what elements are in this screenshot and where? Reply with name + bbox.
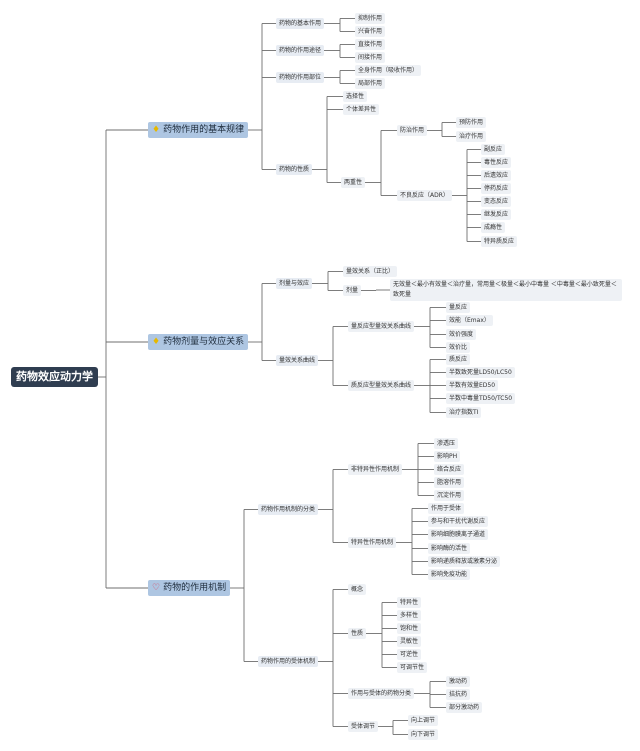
leaf-allergic-reaction[interactable]: 变态反应 bbox=[481, 196, 512, 207]
leaf-specificity[interactable]: 特异性 bbox=[397, 597, 422, 608]
leaf-affect-ph[interactable]: 影响PH bbox=[434, 451, 461, 462]
leaf-ld50[interactable]: 半数致死量LD50/LC50 bbox=[446, 367, 515, 378]
leaf-direct[interactable]: 直接作用 bbox=[355, 39, 386, 50]
leaf-osmotic-pressure[interactable]: 渗透压 bbox=[434, 438, 459, 449]
leaf-therapeutic-index[interactable]: 治疗指数TI bbox=[446, 407, 482, 418]
category-label: 药物作用的基本规律 bbox=[163, 125, 245, 135]
node-dose-effect-curve[interactable]: 量效关系曲线 bbox=[276, 355, 319, 366]
node-nonspecific-mechanism[interactable]: 非特异性作用机制 bbox=[348, 464, 403, 475]
node-receptor-mechanism[interactable]: 药物作用的受体机制 bbox=[258, 656, 319, 667]
node-quantal-curve[interactable]: 质反应型量效关系曲线 bbox=[348, 380, 415, 391]
leaf-up-regulation[interactable]: 向上调节 bbox=[408, 715, 439, 726]
leaf-graded-response[interactable]: 量反应 bbox=[446, 302, 471, 313]
leaf-chelation[interactable]: 络合反应 bbox=[434, 464, 465, 475]
leaf-inhibition[interactable]: 抑制作用 bbox=[355, 13, 386, 24]
leaf-ion-channel[interactable]: 影响细胞膜离子通道 bbox=[428, 529, 489, 540]
node-adverse-reaction[interactable]: 不良反应（ADR） bbox=[397, 190, 452, 201]
node-basic-action[interactable]: 药物的基本作用 bbox=[276, 18, 325, 29]
category-mechanism[interactable]: ♡药物的作用机制 bbox=[148, 580, 231, 596]
leaf-sensitivity[interactable]: 灵敏性 bbox=[397, 636, 422, 647]
category-basic-rules[interactable]: ♦药物作用的基本规律 bbox=[148, 122, 249, 138]
node-graded-curve[interactable]: 量反应型量效关系曲线 bbox=[348, 321, 415, 332]
leaf-local[interactable]: 局部作用 bbox=[355, 78, 386, 89]
leaf-immune-function[interactable]: 影响免疫功能 bbox=[428, 569, 471, 580]
category-dose-effect[interactable]: ♦药物剂量与效应关系 bbox=[148, 334, 249, 350]
node-duality[interactable]: 两重性 bbox=[341, 177, 366, 188]
root-node[interactable]: 药物效应动力学 bbox=[11, 367, 98, 387]
leaf-individual-variation[interactable]: 个体差异性 bbox=[343, 104, 380, 115]
leaf-systemic[interactable]: 全身作用（吸收作用） bbox=[355, 65, 422, 76]
leaf-treatment[interactable]: 治疗作用 bbox=[456, 131, 487, 142]
node-mechanism-classification[interactable]: 药物作用机制的分类 bbox=[258, 504, 319, 515]
leaf-transmitter-release[interactable]: 影响递质释放或激素分泌 bbox=[428, 556, 501, 567]
leaf-saturability[interactable]: 饱和性 bbox=[397, 623, 422, 634]
leaf-potency-ratio[interactable]: 效价比 bbox=[446, 342, 471, 353]
leaf-secondary-reaction[interactable]: 继发反应 bbox=[481, 209, 512, 220]
node-dose-and-effect[interactable]: 剂量与效应 bbox=[276, 278, 313, 289]
node-action-route[interactable]: 药物的作用途径 bbox=[276, 45, 325, 56]
leaf-prevention[interactable]: 预防作用 bbox=[456, 117, 487, 128]
leaf-ed50[interactable]: 半数有效量ED50 bbox=[446, 380, 499, 391]
leaf-quantal-response[interactable]: 质反应 bbox=[446, 354, 471, 365]
category-label: 药物的作用机制 bbox=[163, 583, 227, 593]
leaf-addiction[interactable]: 成瘾性 bbox=[481, 222, 506, 233]
node-specific-mechanism[interactable]: 特异性作用机制 bbox=[348, 537, 397, 548]
leaf-lipid-solubility[interactable]: 脂溶作用 bbox=[434, 477, 465, 488]
node-prevention-treatment[interactable]: 防治作用 bbox=[397, 125, 428, 136]
leaf-potency[interactable]: 效价强度 bbox=[446, 329, 477, 340]
leaf-metabolic-interference[interactable]: 参与和干扰代谢反应 bbox=[428, 516, 489, 527]
leaf-agonist[interactable]: 激动药 bbox=[446, 676, 471, 687]
leaf-antagonist[interactable]: 拮抗药 bbox=[446, 689, 471, 700]
leaf-partial-agonist[interactable]: 部分激动药 bbox=[446, 702, 483, 713]
lightbulb-icon: ♦ bbox=[152, 337, 161, 347]
leaf-dose-order[interactable]: 无效量＜最小有效量＜治疗量，常用量＜极量＜最小中毒量 ＜中毒量＜最小致死量＜致死… bbox=[390, 279, 622, 301]
node-drug-nature[interactable]: 药物的性质 bbox=[276, 164, 313, 175]
node-receptor-regulation[interactable]: 受体调节 bbox=[348, 721, 379, 732]
node-dose[interactable]: 剂量 bbox=[343, 285, 362, 296]
leaf-regulability[interactable]: 可调节性 bbox=[397, 662, 428, 673]
leaf-indirect[interactable]: 间接作用 bbox=[355, 52, 386, 63]
leaf-concept[interactable]: 概念 bbox=[348, 584, 367, 595]
leaf-diversity[interactable]: 多样性 bbox=[397, 610, 422, 621]
leaf-excitation[interactable]: 兴奋作用 bbox=[355, 26, 386, 37]
leaf-efficacy-emax[interactable]: 效能（Emax） bbox=[446, 315, 493, 326]
category-label: 药物剂量与效应关系 bbox=[163, 337, 245, 347]
node-action-site[interactable]: 药物的作用部位 bbox=[276, 72, 325, 83]
leaf-side-effect[interactable]: 副反应 bbox=[481, 144, 506, 155]
leaf-idiosyncratic-reaction[interactable]: 特异质反应 bbox=[481, 236, 518, 247]
leaf-residual-effect[interactable]: 后遗效应 bbox=[481, 170, 512, 181]
leaf-precipitation[interactable]: 沉淀作用 bbox=[434, 490, 465, 501]
leaf-withdrawal-reaction[interactable]: 停药反应 bbox=[481, 183, 512, 194]
leaf-act-on-receptor[interactable]: 作用于受体 bbox=[428, 503, 465, 514]
leaf-enzyme-activity[interactable]: 影响酶的活性 bbox=[428, 543, 471, 554]
leaf-td50[interactable]: 半数中毒量TD50/TC50 bbox=[446, 393, 516, 404]
leaf-reversibility[interactable]: 可逆性 bbox=[397, 649, 422, 660]
node-drug-classification[interactable]: 作用与受体的药物分类 bbox=[348, 688, 415, 699]
leaf-selectivity[interactable]: 选择性 bbox=[343, 91, 368, 102]
node-receptor-properties[interactable]: 性质 bbox=[348, 628, 367, 639]
leaf-down-regulation[interactable]: 向下调节 bbox=[408, 729, 439, 740]
heart-icon: ♡ bbox=[152, 583, 161, 593]
leaf-toxic-reaction[interactable]: 毒性反应 bbox=[481, 157, 512, 168]
leaf-dose-effect-relation[interactable]: 量效关系（正比） bbox=[343, 266, 398, 277]
lightbulb-icon: ♦ bbox=[152, 125, 161, 135]
